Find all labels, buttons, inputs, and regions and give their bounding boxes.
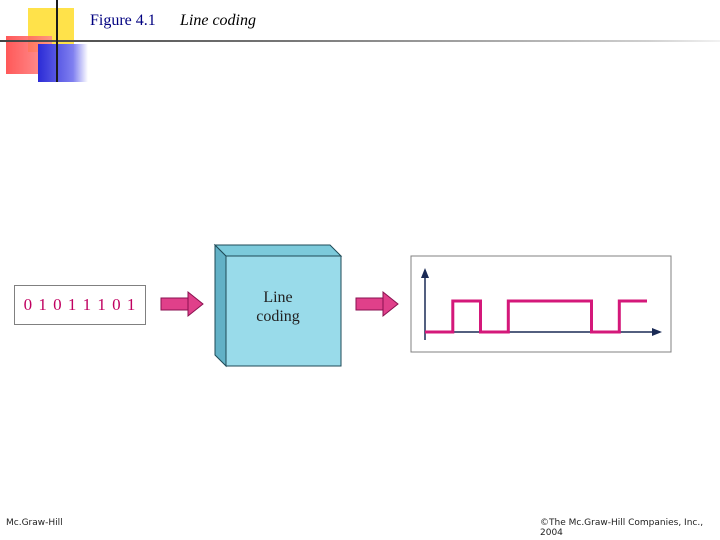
copyright-footer: ©The Mc.Graw-Hill Companies, Inc., 2004 xyxy=(540,518,704,538)
figure-number: Figure 4.1 xyxy=(90,12,156,29)
decor-blue-square xyxy=(38,44,88,82)
figure-title: Line coding xyxy=(180,12,256,29)
arrow-to-signal xyxy=(355,290,399,318)
encoder-label: Line coding xyxy=(236,288,320,326)
arrow-to-encoder xyxy=(160,290,204,318)
signal-panel xyxy=(410,255,672,353)
encoded-signal-waveform xyxy=(425,299,647,334)
publisher-footer: Mc.Graw-Hill xyxy=(6,518,63,528)
encoder-label-line1: Line xyxy=(263,289,293,306)
header-rule xyxy=(0,40,720,42)
line-coding-block xyxy=(213,243,343,368)
input-bits-text: 0 1 0 1 1 1 0 1 xyxy=(23,295,137,314)
header-vertical-rule xyxy=(56,0,58,82)
input-bits-box: 0 1 0 1 1 1 0 1 xyxy=(14,285,146,325)
encoder-label-line2: coding xyxy=(256,308,300,325)
